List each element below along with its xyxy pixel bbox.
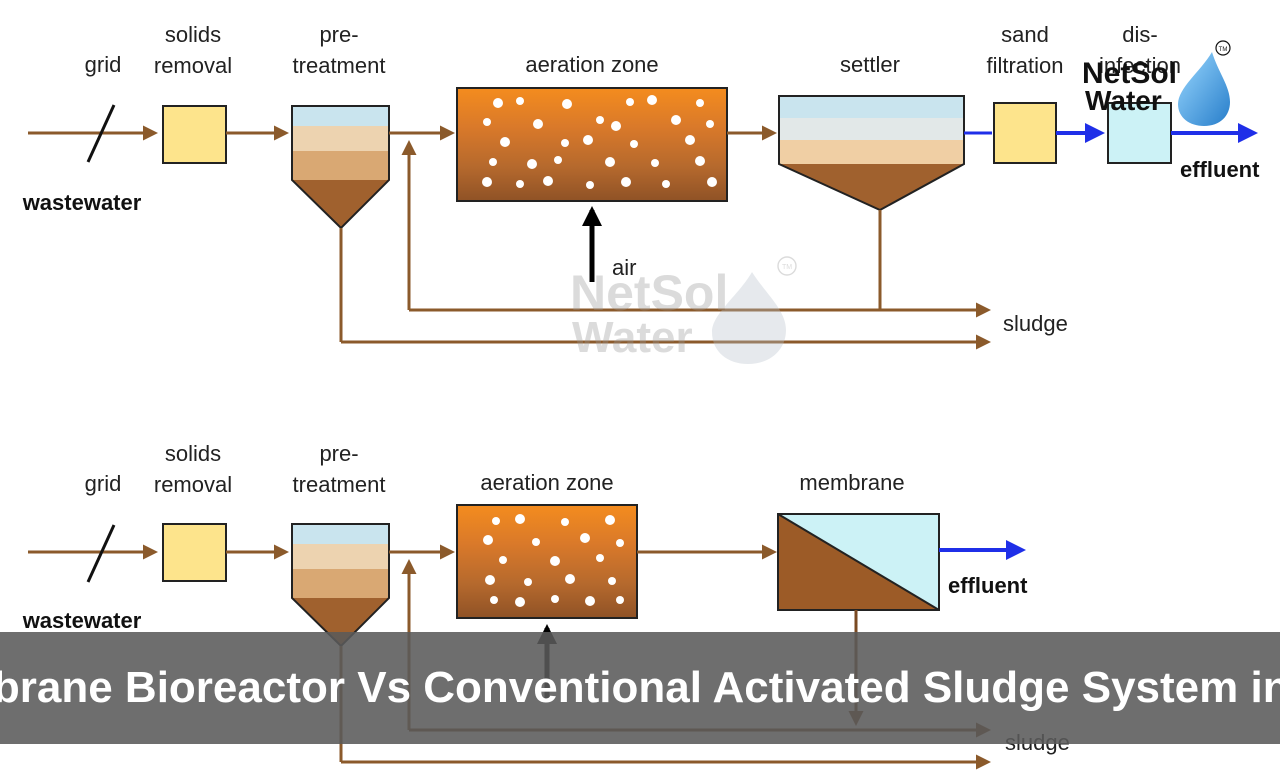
grid-symbol <box>86 524 116 583</box>
aeration-label: aeration zone <box>480 470 613 495</box>
sand-label-1: sand <box>1001 22 1049 47</box>
solids-label-1: solids <box>165 441 221 466</box>
water-drop-icon <box>1178 52 1230 126</box>
pretreat-label-1: pre- <box>319 441 358 466</box>
watermark-netsol: NetSol <box>570 265 728 321</box>
pretreatment-tank <box>291 105 390 230</box>
sand-label-2: filtration <box>986 53 1063 78</box>
air-bubbles <box>482 95 717 189</box>
wastewater-label: wastewater <box>22 190 142 215</box>
watermark-drop-icon <box>712 272 786 364</box>
membrane-label: membrane <box>799 470 904 495</box>
aeration-label: aeration zone <box>525 52 658 77</box>
settler-label: settler <box>840 52 900 77</box>
conventional-system: grid solids removal pre- treatment aerat… <box>22 22 1260 364</box>
pretreatment-tank <box>291 523 390 648</box>
disinfect-label-1: dis- <box>1122 22 1157 47</box>
sludge-label: sludge <box>1003 311 1068 336</box>
pretreat-label-2: treatment <box>293 472 386 497</box>
grid-symbol <box>86 104 116 163</box>
logo-water: Water <box>1085 85 1162 116</box>
sand-filter-box <box>993 102 1057 164</box>
watermark-water: Water <box>572 313 693 362</box>
membrane-unit <box>777 513 940 611</box>
trademark-icon <box>1215 40 1231 56</box>
netsol-logo: NetSol Water TM <box>1082 40 1231 126</box>
solids-label-1: solids <box>165 22 221 47</box>
watermark-tm: TM <box>782 264 792 271</box>
disinfect-label-2: infection <box>1099 53 1181 78</box>
effluent-label: effluent <box>1180 157 1260 182</box>
solids-label-2: removal <box>154 472 232 497</box>
logo-tm: TM <box>1219 47 1228 53</box>
grid-label: grid <box>85 471 122 496</box>
logo-netsol: NetSol <box>1082 57 1177 90</box>
pretreat-label-1: pre- <box>319 22 358 47</box>
air-label: air <box>612 255 636 280</box>
settler-tank <box>778 95 965 212</box>
solids-removal-box <box>162 523 227 582</box>
title-banner: Membrane Bioreactor Vs Conventional Acti… <box>0 632 1280 744</box>
watermark-trademark-icon <box>777 256 797 276</box>
solids-label-2: removal <box>154 53 232 78</box>
netsol-watermark: NetSol Water TM <box>570 256 797 364</box>
pretreat-label-2: treatment <box>293 53 386 78</box>
effluent-label: effluent <box>948 573 1028 598</box>
solids-removal-box <box>162 105 227 164</box>
page-title: Membrane Bioreactor Vs Conventional Acti… <box>0 663 1280 712</box>
air-bubbles <box>483 514 624 607</box>
wastewater-label: wastewater <box>22 608 142 633</box>
grid-label: grid <box>85 52 122 77</box>
